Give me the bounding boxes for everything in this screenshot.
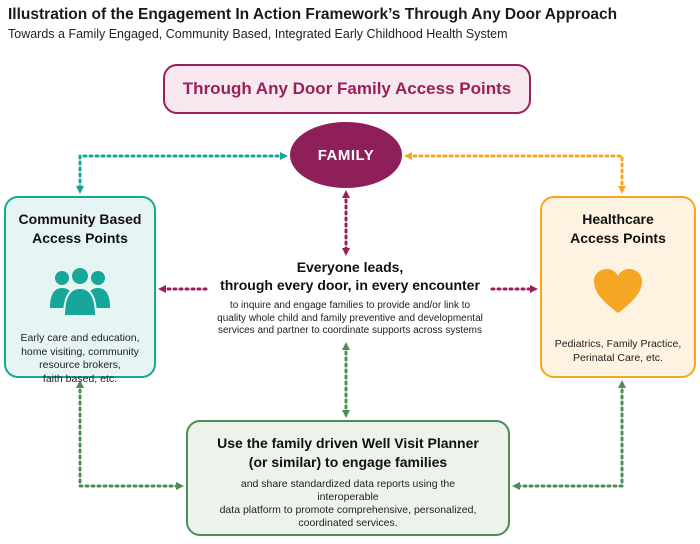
center-desc-line2: quality whole child and family preventiv…: [217, 312, 483, 324]
community-title-line2: Access Points: [32, 230, 128, 246]
heart-icon: [542, 264, 694, 318]
family-healthcare-connector: [404, 152, 626, 194]
healthcare-desc-line2: Perinatal Care, etc.: [573, 351, 663, 364]
community-description: Early care and education, home visiting,…: [6, 332, 154, 386]
planner-desc-line2: data platform to promote comprehensive, …: [219, 504, 477, 516]
center-heading-line2: through every door, in every encounter: [220, 277, 480, 293]
community-planner-connector: [76, 380, 184, 490]
center-statement: Everyone leads, through every door, in e…: [196, 258, 504, 338]
community-title: Community Based Access Points: [6, 210, 154, 248]
family-label: FAMILY: [317, 146, 375, 164]
healthcare-description: Pediatrics, Family Practice, Perinatal C…: [542, 338, 694, 365]
healthcare-title-line2: Access Points: [570, 230, 666, 246]
healthcare-title: Healthcare Access Points: [542, 210, 694, 248]
planner-description: and share standardized data reports usin…: [188, 478, 508, 530]
family-node: FAMILY: [290, 122, 402, 188]
family-community-connector: [76, 152, 288, 194]
community-access-box: Community Based Access Points Early care…: [4, 196, 156, 385]
healthcare-access-box: Healthcare Access Points Pediatrics, Fam…: [540, 196, 696, 378]
planner-heading-line2: (or similar) to engage families: [248, 454, 448, 470]
community-desc-line2: home visiting, community: [21, 345, 139, 358]
well-visit-planner-box: Use the family driven Well Visit Planner…: [186, 420, 510, 536]
access-points-box: Through Any Door Family Access Points: [163, 64, 531, 114]
center-heading: Everyone leads, through every door, in e…: [196, 258, 504, 294]
planner-desc-line1: and share standardized data reports usin…: [240, 478, 456, 503]
community-desc-line3: resource brokers,: [39, 359, 121, 371]
people-group-icon: [6, 264, 154, 318]
access-points-label: Through Any Door Family Access Points: [182, 79, 512, 98]
planner-heading-line1: Use the family driven Well Visit Planner: [217, 435, 479, 451]
planner-heading: Use the family driven Well Visit Planner…: [188, 434, 508, 472]
healthcare-title-line1: Healthcare: [582, 211, 654, 227]
diagram-title: Illustration of the Engagement In Action…: [8, 6, 618, 23]
community-title-line1: Community Based: [18, 211, 142, 227]
community-desc-line1: Early care and education,: [20, 332, 140, 344]
community-desc-line4: faith based, etc.: [42, 372, 118, 385]
planner-desc-line3: coordinated services.: [298, 517, 398, 529]
center-heading-line1: Everyone leads,: [296, 259, 404, 275]
healthcare-planner-connector: [512, 380, 626, 490]
healthcare-desc-line1: Pediatrics, Family Practice,: [554, 338, 682, 350]
center-description: to inquire and engage families to provid…: [196, 300, 504, 338]
center-desc-line3: services and partner to coordinate suppo…: [217, 325, 482, 336]
diagram-subtitle: Towards a Family Engaged, Community Base…: [8, 27, 508, 41]
center-desc-line1: to inquire and engage families to provid…: [229, 300, 471, 311]
